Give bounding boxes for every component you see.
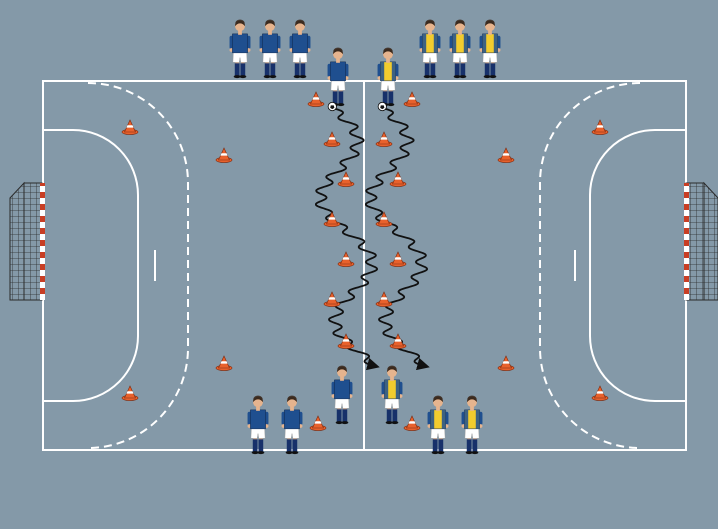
left-goal-icon	[10, 183, 45, 300]
right-goal-icon	[684, 183, 718, 300]
football-icon	[328, 102, 336, 110]
football-icon	[378, 102, 386, 110]
